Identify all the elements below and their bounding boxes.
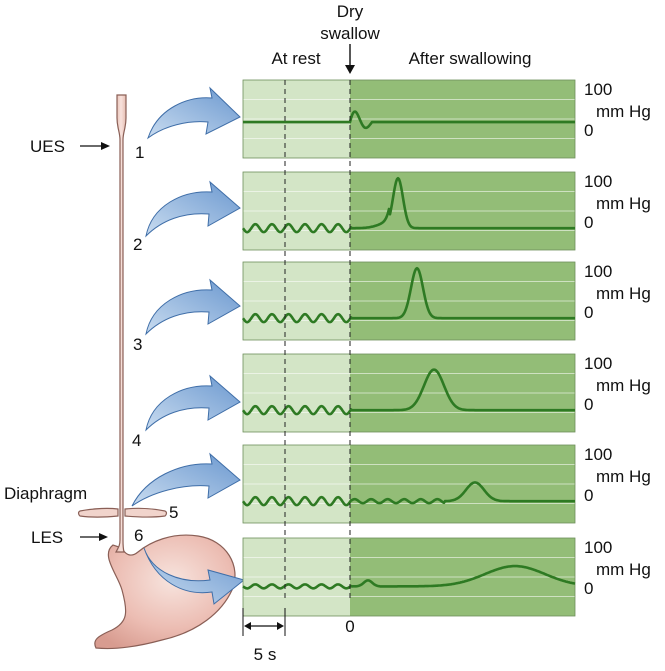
scale-zero-label: 0 [584, 486, 593, 505]
esophagus-illustration [77, 94, 236, 650]
manometry-panel-1: 100 mm Hg0 [242, 79, 651, 159]
time-zero-label: 0 [345, 617, 354, 636]
scale-unit-label: mm Hg [596, 284, 651, 303]
pressure-trace [241, 176, 576, 234]
scale-100-label: 100 [584, 538, 612, 557]
esophagus-tube [115, 94, 127, 553]
diaphragm-right [124, 507, 168, 518]
time-scale-label: 5 s [254, 645, 277, 664]
site-arrow-4-icon [145, 374, 241, 432]
manometry-panel-5: 100 mm Hg0 [241, 444, 651, 524]
panel-border [242, 444, 576, 524]
scale-zero-label: 0 [584, 579, 593, 598]
scale-unit-label: mm Hg [596, 376, 651, 395]
pressure-trace [241, 368, 576, 416]
scale-zero-label: 0 [584, 395, 593, 414]
pressure-trace [242, 110, 576, 130]
panel-border [242, 537, 576, 617]
pressure-trace [241, 266, 576, 324]
site-number-3: 3 [133, 335, 142, 354]
panel-border [242, 171, 576, 251]
after-swallowing-label: After swallowing [409, 49, 532, 68]
site-arrow-3-icon [145, 278, 241, 336]
scale-100-label: 100 [584, 354, 612, 373]
site-arrow-1-icon [147, 86, 241, 140]
scale-100-label: 100 [584, 80, 612, 99]
scale-100-label: 100 [584, 172, 612, 191]
ues-label: UES [30, 137, 65, 156]
dry-swallow-label-line1: Dry [337, 2, 364, 21]
scale-unit-label: mm Hg [596, 560, 651, 579]
ues-pointer-arrow-icon [80, 142, 110, 150]
manometry-panel-6: 100 mm Hg0 [242, 537, 651, 617]
manometry-panel-2: 100 mm Hg0 [241, 171, 651, 251]
scale-zero-label: 0 [584, 121, 593, 140]
dry-swallow-arrow-icon [345, 44, 355, 74]
manometry-panel-4: 100 mm Hg0 [241, 353, 651, 433]
diaphragm-left [77, 507, 119, 518]
at-rest-label: At rest [271, 49, 320, 68]
les-pointer-arrow-icon [80, 533, 108, 541]
site-number-1: 1 [135, 143, 144, 162]
site-number-5: 5 [169, 503, 178, 522]
panel-border [242, 353, 576, 433]
panel-border [242, 79, 576, 159]
site-arrow-2-icon [145, 180, 241, 238]
scale-zero-label: 0 [584, 303, 593, 322]
scale-100-label: 100 [584, 445, 612, 464]
scale-unit-label: mm Hg [596, 467, 651, 486]
time-scale-bar [242, 608, 286, 636]
pressure-trace [242, 564, 576, 590]
scale-unit-label: mm Hg [596, 102, 651, 121]
panel-border [242, 261, 576, 341]
scale-unit-label: mm Hg [596, 194, 651, 213]
site-number-2: 2 [133, 235, 142, 254]
les-label: LES [31, 528, 63, 547]
scale-zero-label: 0 [584, 213, 593, 232]
site-number-6: 6 [134, 526, 143, 545]
scale-100-label: 100 [584, 262, 612, 281]
dry-swallow-label-line2: swallow [320, 24, 380, 43]
pressure-trace [241, 481, 576, 507]
stomach-shape [94, 534, 236, 650]
site-arrow-5-icon [131, 452, 241, 507]
diaphragm-label: Diaphragm [4, 484, 87, 503]
manometry-panel-3: 100 mm Hg0 [241, 261, 651, 341]
site-number-4: 4 [132, 431, 141, 450]
